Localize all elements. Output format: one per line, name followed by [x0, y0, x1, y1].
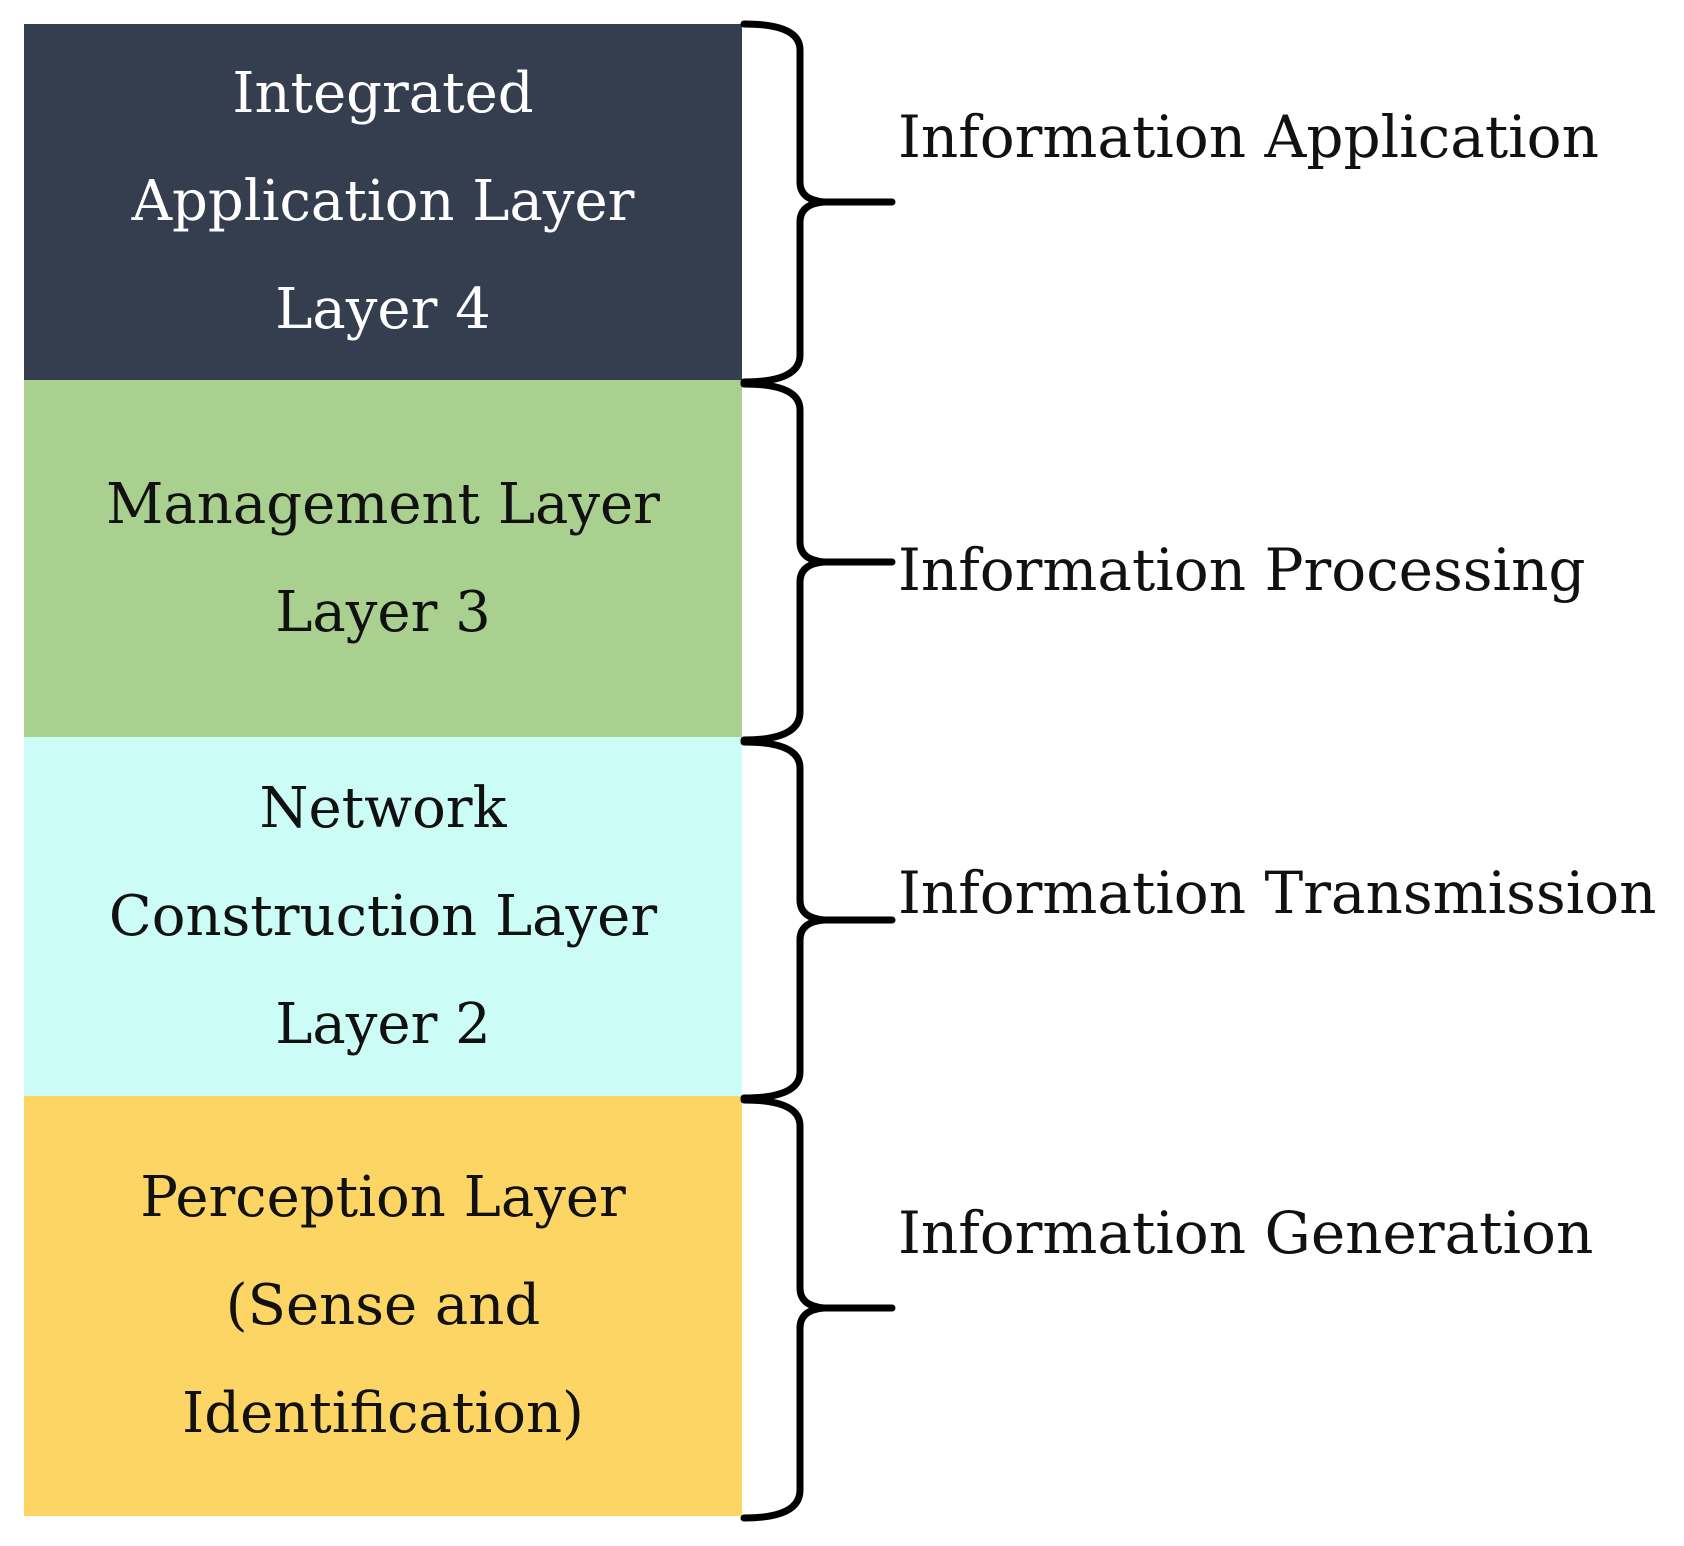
layer-1-line-1: Perception Layer: [140, 1165, 626, 1230]
layer-3-line-2: Layer 3: [275, 579, 491, 645]
function-label-processing: Information Processing: [898, 536, 1586, 604]
function-label-application: Information Application: [898, 103, 1599, 171]
layer-4-line-1: Integrated: [232, 61, 534, 126]
brace-information-transmission: [740, 738, 896, 1102]
brace-information-application: [740, 20, 896, 386]
layer-2-line-3: Layer 2: [275, 991, 491, 1057]
function-label-transmission: Information Transmission: [898, 859, 1657, 927]
layer-3-line-1: Management Layer: [106, 471, 660, 537]
function-label-generation: Information Generation: [898, 1199, 1594, 1267]
layer-2-line-2: Construction Layer: [108, 883, 658, 949]
layer-2-line-1: Network: [259, 775, 507, 841]
layer-4-line-3: Layer 4: [275, 277, 491, 342]
brace-information-generation: [740, 1096, 896, 1522]
layer-4-box: Integrated Application Layer Layer 4: [24, 24, 742, 380]
layer-3-box: Management Layer Layer 3: [24, 380, 742, 737]
brace-information-processing: [740, 380, 896, 744]
layer-4-line-2: Application Layer: [131, 169, 635, 234]
layer-1-box: Perception Layer (Sense and Identificati…: [24, 1096, 742, 1516]
layer-1-line-3: Identification): [182, 1381, 584, 1446]
layer-1-line-2: (Sense and: [225, 1273, 541, 1338]
layer-2-box: Network Construction Layer Layer 2: [24, 737, 742, 1096]
